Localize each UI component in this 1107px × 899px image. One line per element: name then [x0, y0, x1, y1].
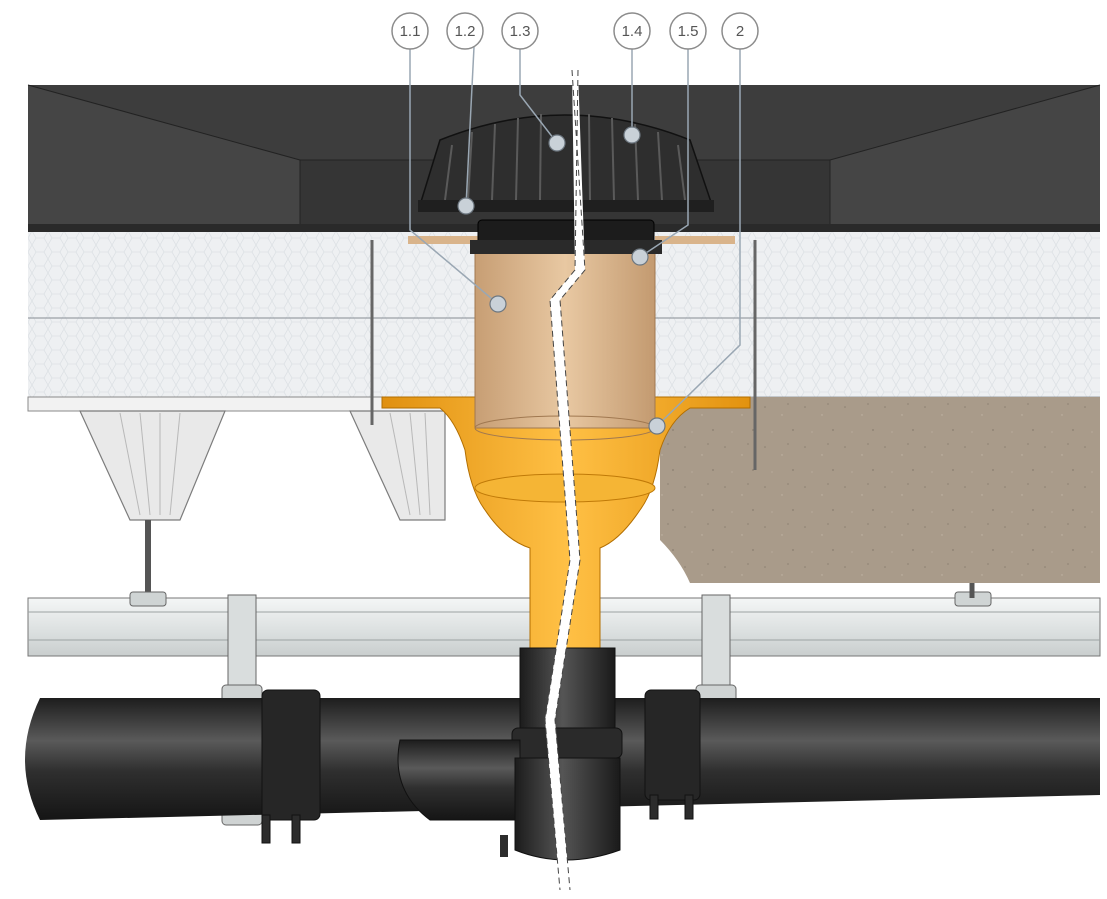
section-break-line: [544, 69, 586, 891]
callout-1-4: 1.4: [613, 12, 651, 50]
callout-label: 1.2: [455, 23, 476, 40]
fastener-screws: [370, 240, 757, 470]
callout-1-1: 1.1: [391, 12, 429, 50]
callout-2: 2: [721, 12, 759, 50]
callout-label: 1.5: [678, 23, 699, 40]
callout-markers: [457, 126, 666, 435]
callout-label: 1.1: [400, 23, 421, 40]
leader-lines: [409, 46, 741, 427]
callout-1-3: 1.3: [501, 12, 539, 50]
callout-1-5: 1.5: [669, 12, 707, 50]
vertical-outlet-pipe: [397, 647, 623, 861]
concrete-deck: [660, 397, 1100, 583]
callout-label: 2: [736, 23, 744, 40]
steel-deck: [27, 396, 449, 598]
callout-label: 1.4: [622, 23, 643, 40]
callout-1-2: 1.2: [446, 12, 484, 50]
callout-label: 1.3: [510, 23, 531, 40]
